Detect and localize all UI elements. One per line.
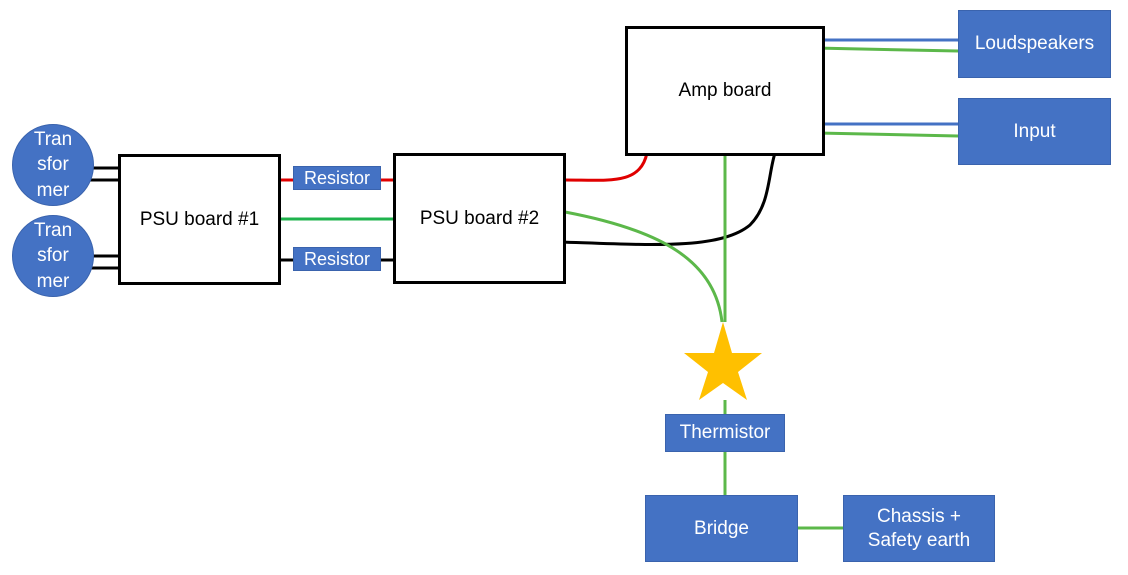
resistor-1: Resistor	[293, 166, 381, 190]
transformer-1: Tran sfor mer	[12, 124, 94, 206]
amp-board-label: Amp board	[678, 80, 772, 101]
resistor-1-label: Resistor	[303, 167, 370, 188]
input-box: Input	[958, 98, 1111, 165]
bridge-label: Bridge	[694, 517, 749, 539]
red-wire	[280, 152, 649, 182]
transformer-leads	[90, 166, 120, 270]
psu-board-2-label: PSU board #2	[419, 207, 540, 229]
resistor-2-label: Resistor	[303, 248, 370, 269]
psu-board-1: PSU board #1	[118, 154, 281, 285]
transformer-2-label: Tran sfor mer	[33, 219, 73, 292]
thermistor-box: Thermistor	[665, 414, 785, 452]
thermistor-label: Thermistor	[679, 422, 771, 444]
chassis-safety-earth-label: Chassis + Safety earth	[867, 505, 971, 551]
chassis-safety-earth-box: Chassis + Safety earth	[843, 495, 995, 562]
psu-board-2: PSU board #2	[393, 153, 566, 284]
transformer-1-label: Tran sfor mer	[33, 128, 73, 201]
loudspeakers-box: Loudspeakers	[958, 10, 1111, 78]
amp-board: Amp board	[625, 26, 825, 156]
black-wire	[280, 152, 777, 262]
resistor-2: Resistor	[293, 247, 381, 271]
bridge-box: Bridge	[645, 495, 798, 562]
loudspeakers-label: Loudspeakers	[974, 33, 1095, 55]
psu-board-1-label: PSU board #1	[139, 208, 260, 230]
star-icon	[684, 322, 762, 400]
transformer-2: Tran sfor mer	[12, 215, 94, 297]
input-label: Input	[1013, 120, 1056, 142]
